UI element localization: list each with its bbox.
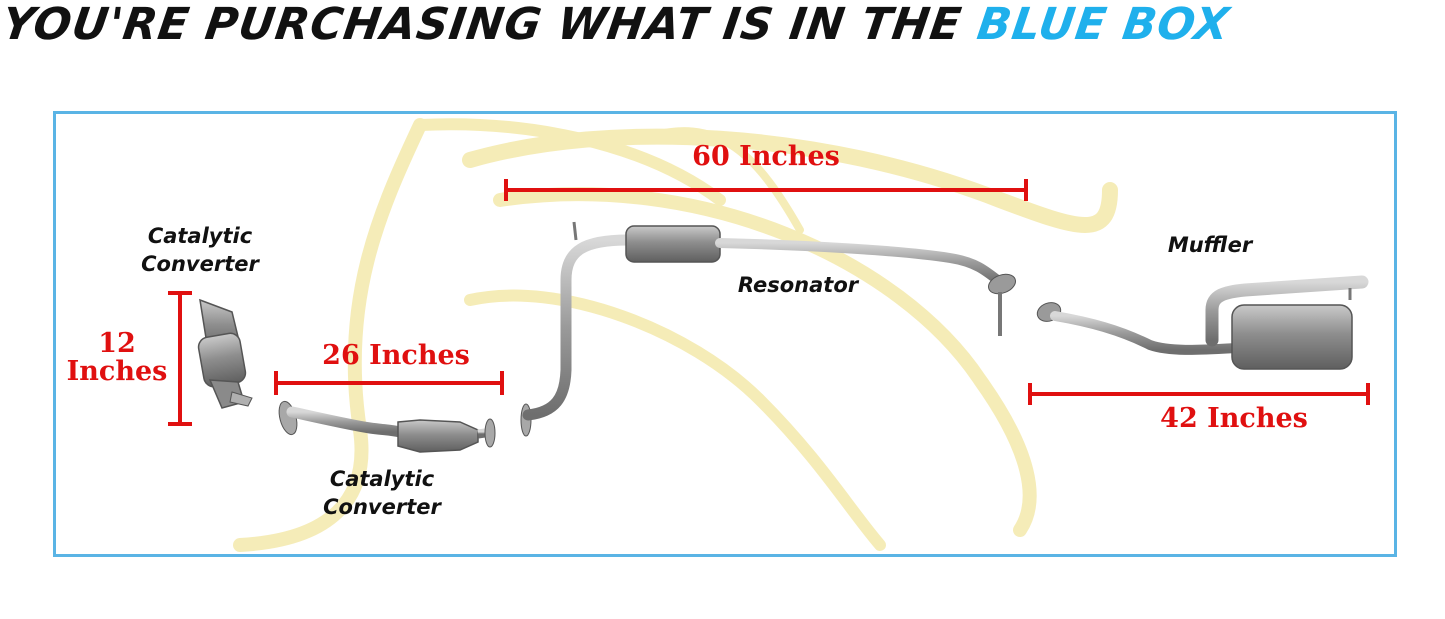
muffler-length-dimension-label: 42 Inches — [1160, 403, 1308, 434]
dimension-lines — [168, 179, 1370, 426]
front-cat-label-line1: Catalytic — [147, 224, 253, 248]
blue-box-frame — [53, 111, 1397, 557]
muffler-label: Muffler — [1167, 233, 1253, 257]
intermediate-pipe-image — [520, 221, 634, 437]
muffler-length-dimension-line — [1028, 383, 1370, 405]
front-cat-converter-label: Catalytic Converter — [120, 222, 280, 278]
front-height-value: 12 — [98, 328, 136, 359]
front-catalytic-converter-image — [197, 298, 253, 409]
front-height-unit: Inches — [66, 356, 168, 387]
front-cat-label-line2: Converter — [141, 252, 259, 276]
front-height-dimension-label: 12 Inches — [62, 330, 172, 386]
mid-cat-converter-label: Catalytic Converter — [302, 465, 462, 521]
mid-pipe-catalytic-converter-image — [278, 400, 496, 453]
resonator-image — [625, 225, 1017, 336]
resonator-label: Resonator — [737, 273, 859, 297]
watermark-logo — [233, 118, 1118, 552]
mid-cat-label-line1: Catalytic — [329, 467, 435, 491]
resonator-length-dimension-line — [504, 179, 1028, 201]
muffler-image — [1036, 275, 1369, 370]
mid-length-dimension-line — [274, 371, 504, 395]
front-height-dimension-line — [168, 291, 192, 426]
mid-cat-label-line2: Converter — [323, 495, 441, 519]
mid-length-dimension-label: 26 Inches — [322, 340, 470, 371]
resonator-length-dimension-label: 60 Inches — [692, 141, 840, 172]
